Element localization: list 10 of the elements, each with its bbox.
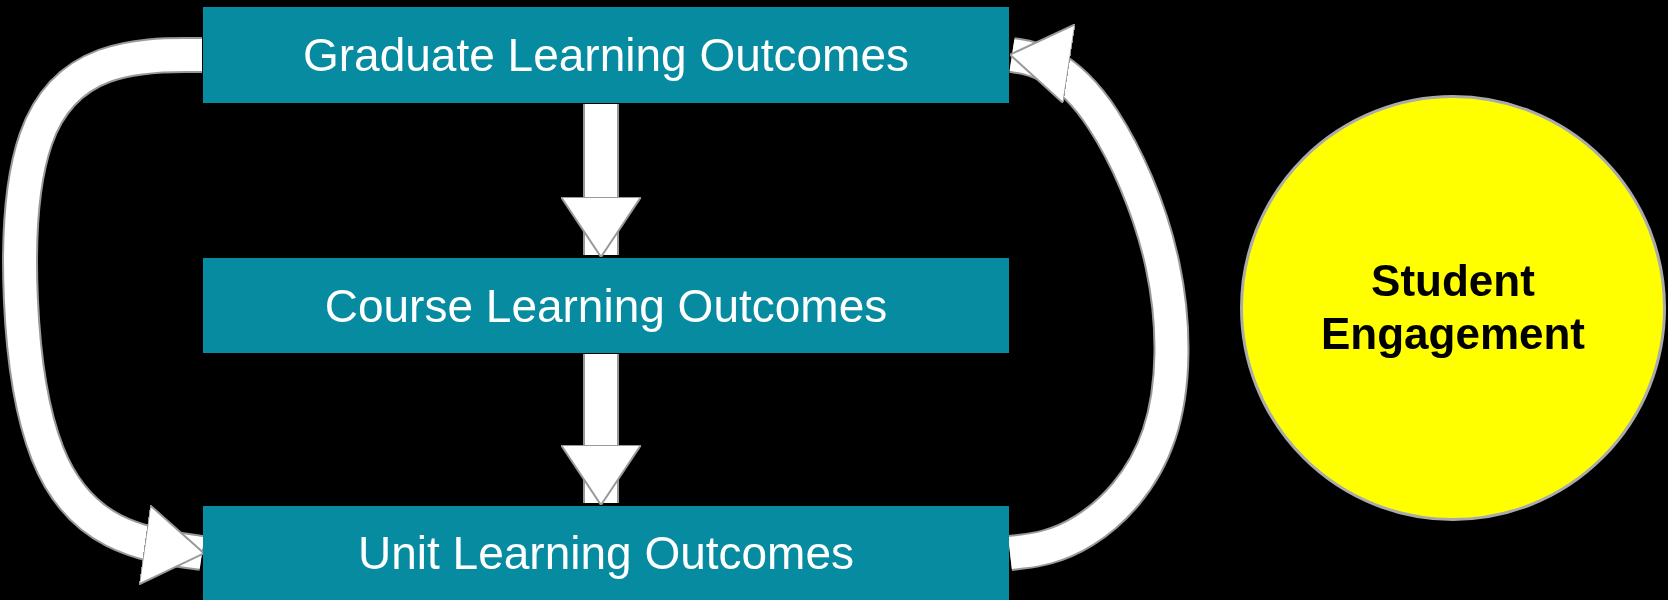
block-arrow: [2, 37, 205, 586]
node-label: Unit Learning Outcomes: [358, 526, 854, 580]
process-box: [203, 258, 1009, 353]
process-box: [203, 7, 1009, 103]
block-arrow: [560, 354, 642, 506]
block-arrow: [560, 104, 642, 258]
node-label: Graduate Learning Outcomes: [303, 28, 909, 82]
node-label: Student Engagement: [1319, 255, 1586, 360]
node-label: Course Learning Outcomes: [324, 278, 888, 333]
process-box: [203, 506, 1009, 600]
